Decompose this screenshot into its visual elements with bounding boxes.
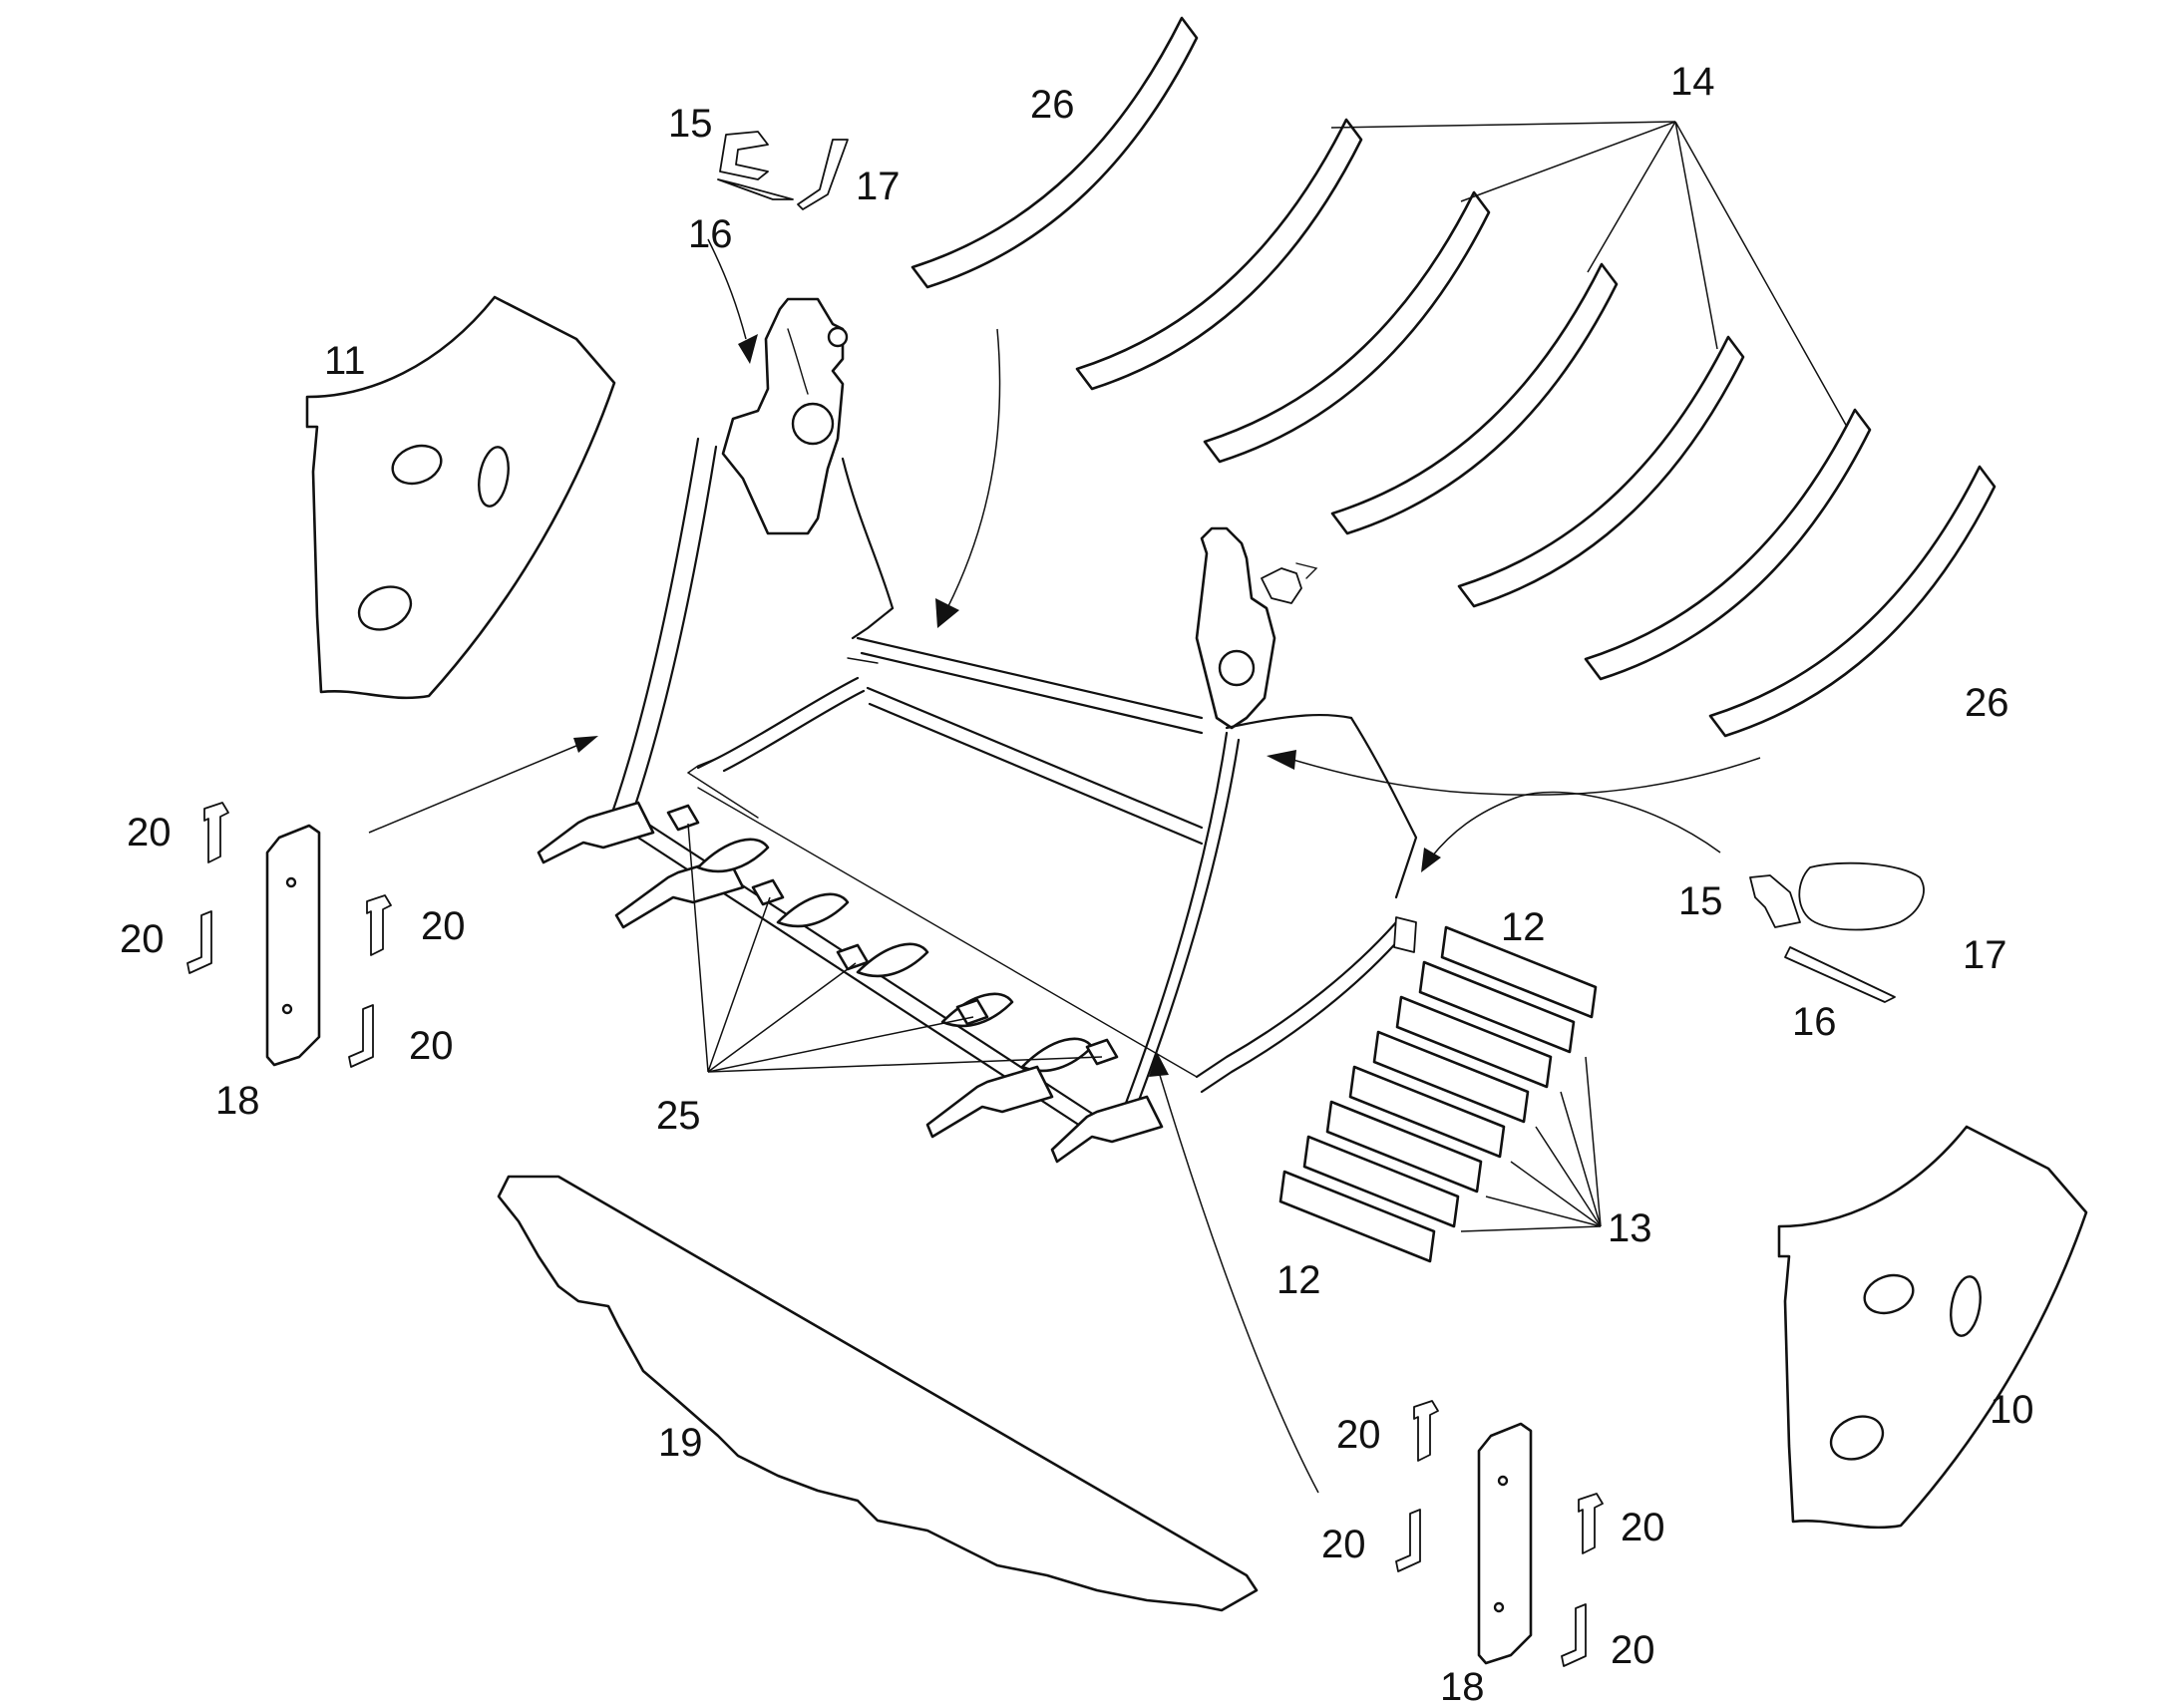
callout-17-top: 17 [856, 165, 901, 208]
blades-12-13 [1278, 925, 1602, 1263]
wear-pad-18-left [265, 824, 321, 1067]
callout-15-top: 15 [668, 102, 713, 146]
callout-12-top: 12 [1501, 905, 1546, 949]
leaders-14 [1330, 121, 1848, 428]
callout-15-right: 15 [1678, 879, 1723, 923]
callout-20-left-2: 20 [120, 917, 165, 961]
wear-strip-14-3 [1330, 262, 1619, 535]
wear-pad-18-right [1477, 1422, 1533, 1665]
callout-12-bottom: 12 [1276, 1258, 1321, 1302]
callout-16-right: 16 [1792, 1000, 1837, 1044]
callout-20-left-3: 20 [421, 904, 466, 948]
side-plate-11 [305, 295, 616, 700]
callout-18-right: 18 [1440, 1665, 1485, 1708]
clip-set-right [1749, 861, 1925, 1003]
callout-19: 19 [658, 1421, 703, 1465]
callout-10: 10 [1990, 1388, 2034, 1432]
bottom-plate-19 [497, 1175, 1259, 1612]
wear-strip-26-bottom [1708, 465, 1997, 738]
callout-11: 11 [324, 339, 366, 383]
callout-26-bottom: 26 [1965, 681, 2009, 725]
callout-25: 25 [656, 1094, 701, 1138]
wear-strip-14-1 [1075, 118, 1363, 391]
callouts: 10 11 12 12 13 14 15 15 16 16 17 17 18 1… [120, 60, 2034, 1708]
callout-18-left: 18 [215, 1079, 260, 1123]
callout-20-left-4: 20 [409, 1024, 454, 1068]
callout-20-right-4: 20 [1611, 1628, 1655, 1672]
wear-strip-14-5 [1584, 408, 1872, 681]
wear-strip-14-4 [1457, 335, 1745, 608]
callout-20-right-2: 20 [1321, 1523, 1366, 1566]
callout-20-left-1: 20 [127, 811, 172, 854]
callout-13: 13 [1608, 1206, 1652, 1250]
wear-strip-14-2 [1203, 190, 1491, 464]
bucket-teeth [537, 801, 1164, 1164]
callout-26-top: 26 [1030, 83, 1075, 127]
callout-16-top: 16 [688, 212, 733, 256]
bucket-body [601, 297, 1418, 1139]
side-plate-10 [1777, 1125, 2088, 1530]
callout-20-right-1: 20 [1336, 1413, 1381, 1457]
segments-25 [666, 804, 1119, 1073]
callout-17-right: 17 [1963, 933, 2007, 977]
assembly-arrows [368, 238, 1761, 1494]
wear-strip-26-top [910, 16, 1199, 289]
clip-set-top [717, 131, 849, 210]
callout-20-right-3: 20 [1621, 1506, 1665, 1549]
callout-14: 14 [1670, 60, 1715, 104]
